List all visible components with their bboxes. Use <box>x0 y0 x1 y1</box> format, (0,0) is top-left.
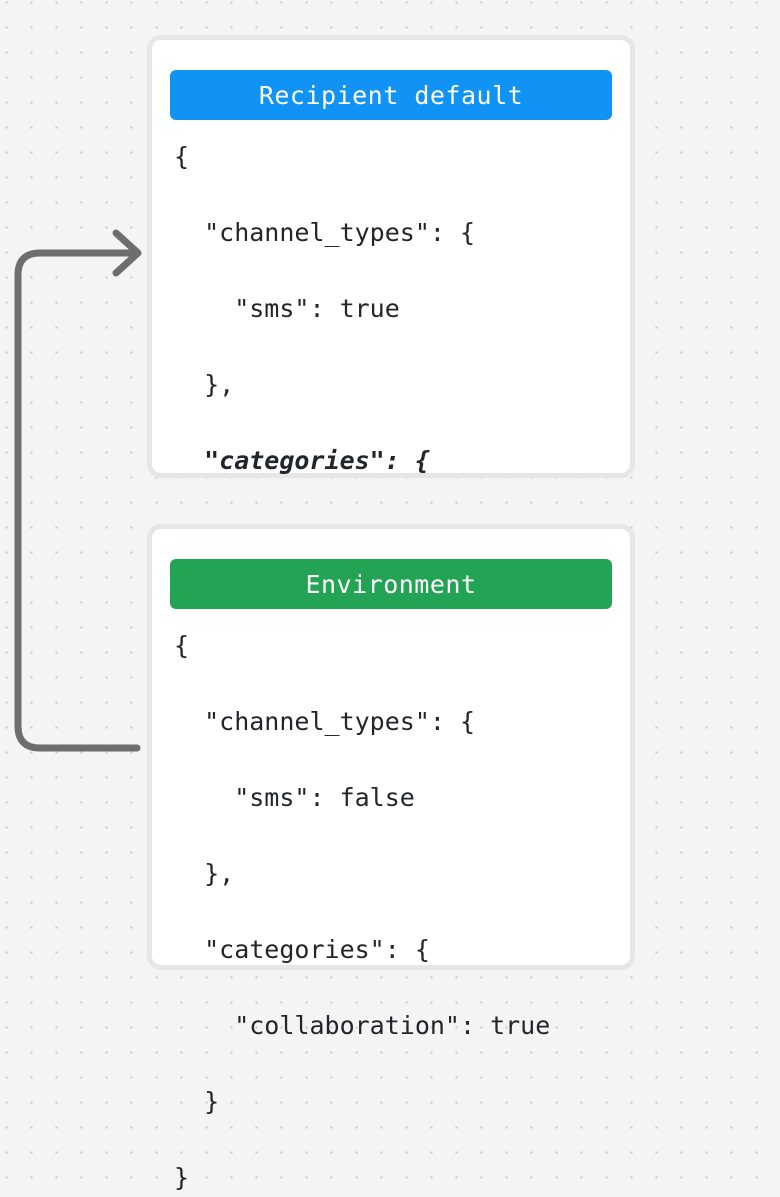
card-title-environment: Environment <box>305 569 477 599</box>
code-block-environment: { "channel_types": { "sms": false }, "ca… <box>170 609 612 1197</box>
card-recipient-default[interactable]: Recipient default { "channel_types": { "… <box>147 35 635 703</box>
code-line: } <box>174 1087 220 1116</box>
code-line: { <box>174 631 190 660</box>
card-header-recipient-default: Recipient default <box>170 70 612 120</box>
code-line: "sms": true <box>174 294 400 323</box>
code-line: "channel_types": { <box>174 707 476 736</box>
code-line: } <box>174 1163 190 1192</box>
card-environment[interactable]: Environment { "channel_types": { "sms": … <box>147 524 635 1192</box>
card-title-recipient-default: Recipient default <box>258 80 524 110</box>
code-line: "categories": { <box>174 446 430 475</box>
arrowhead-icon <box>112 229 142 277</box>
code-line: "collaboration": true <box>174 1011 551 1040</box>
code-line: "categories": { <box>174 935 430 964</box>
code-line: }, <box>174 859 235 888</box>
code-line: }, <box>174 370 235 399</box>
card-environment-inner: Environment { "channel_types": { "sms": … <box>152 529 630 1197</box>
arrow-path <box>14 249 141 752</box>
code-line: { <box>174 142 190 171</box>
code-line: "sms": false <box>174 783 415 812</box>
card-header-environment: Environment <box>170 559 612 609</box>
code-line: "channel_types": { <box>174 218 476 247</box>
